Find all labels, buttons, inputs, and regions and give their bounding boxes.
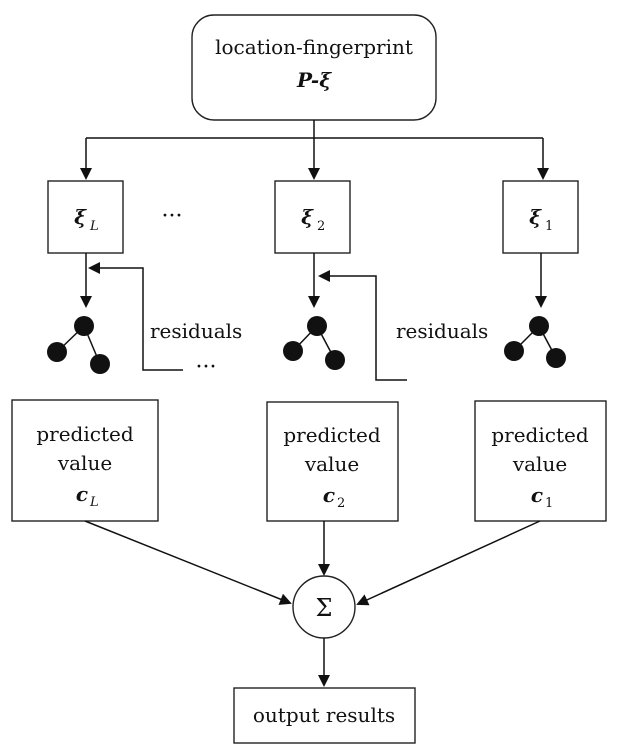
residual-arrow-2 — [318, 270, 407, 381]
subset-symbol-2: ξ — [301, 205, 314, 229]
svg-text:predicted: predicted — [491, 423, 588, 447]
residuals-label-right: residuals — [396, 319, 488, 343]
svg-text:value: value — [57, 451, 112, 475]
residual-arrow-L — [88, 262, 183, 371]
subset-box-L: ξ L — [47, 180, 124, 254]
ellipsis-top: ··· — [162, 204, 183, 229]
arrow-c1-to-sum — [356, 520, 541, 606]
prediction-subscript-1: 1 — [545, 496, 553, 511]
residuals-label-left: residuals — [150, 319, 242, 343]
prediction-box-2: predicted value c 2 — [266, 401, 399, 522]
prediction-subscript-L: L — [89, 495, 99, 510]
fingerprint-symbol: P-ξ — [296, 68, 332, 92]
ellipsis-bottom: ··· — [196, 355, 217, 380]
subset-symbol-1: ξ — [529, 205, 542, 229]
svg-text:value: value — [512, 452, 567, 476]
output-box: output results — [233, 687, 416, 744]
svg-text:predicted: predicted — [36, 422, 133, 446]
fingerprint-title: location-fingerprint — [215, 35, 413, 59]
subset-subscript-L: L — [89, 219, 99, 234]
output-label: output results — [253, 703, 395, 727]
subset-subscript-1: 1 — [545, 219, 553, 234]
subset-box-2: ξ 2 — [274, 180, 351, 254]
fingerprint-box: location-fingerprint P-ξ — [191, 14, 437, 121]
prediction-box-1: predicted value c 1 — [474, 400, 607, 522]
tree-icon-2 — [283, 316, 345, 370]
svg-text:predicted: predicted — [283, 423, 380, 447]
subset-box-1: ξ 1 — [502, 180, 579, 254]
arrow-cL-to-sum — [84, 520, 292, 605]
prediction-box-L: predicted value c L — [11, 399, 159, 522]
svg-text:value: value — [304, 452, 359, 476]
tree-icon-1 — [504, 316, 566, 368]
prediction-subscript-2: 2 — [337, 496, 345, 511]
subset-symbol-L: ξ — [74, 205, 87, 229]
sum-node: Σ — [292, 575, 356, 639]
sum-symbol: Σ — [316, 594, 333, 622]
tree-icon-L — [47, 316, 110, 374]
prediction-symbol-1: c — [531, 483, 543, 507]
prediction-symbol-L: c — [76, 482, 88, 506]
subset-subscript-2: 2 — [317, 219, 325, 234]
prediction-symbol-2: c — [323, 483, 335, 507]
